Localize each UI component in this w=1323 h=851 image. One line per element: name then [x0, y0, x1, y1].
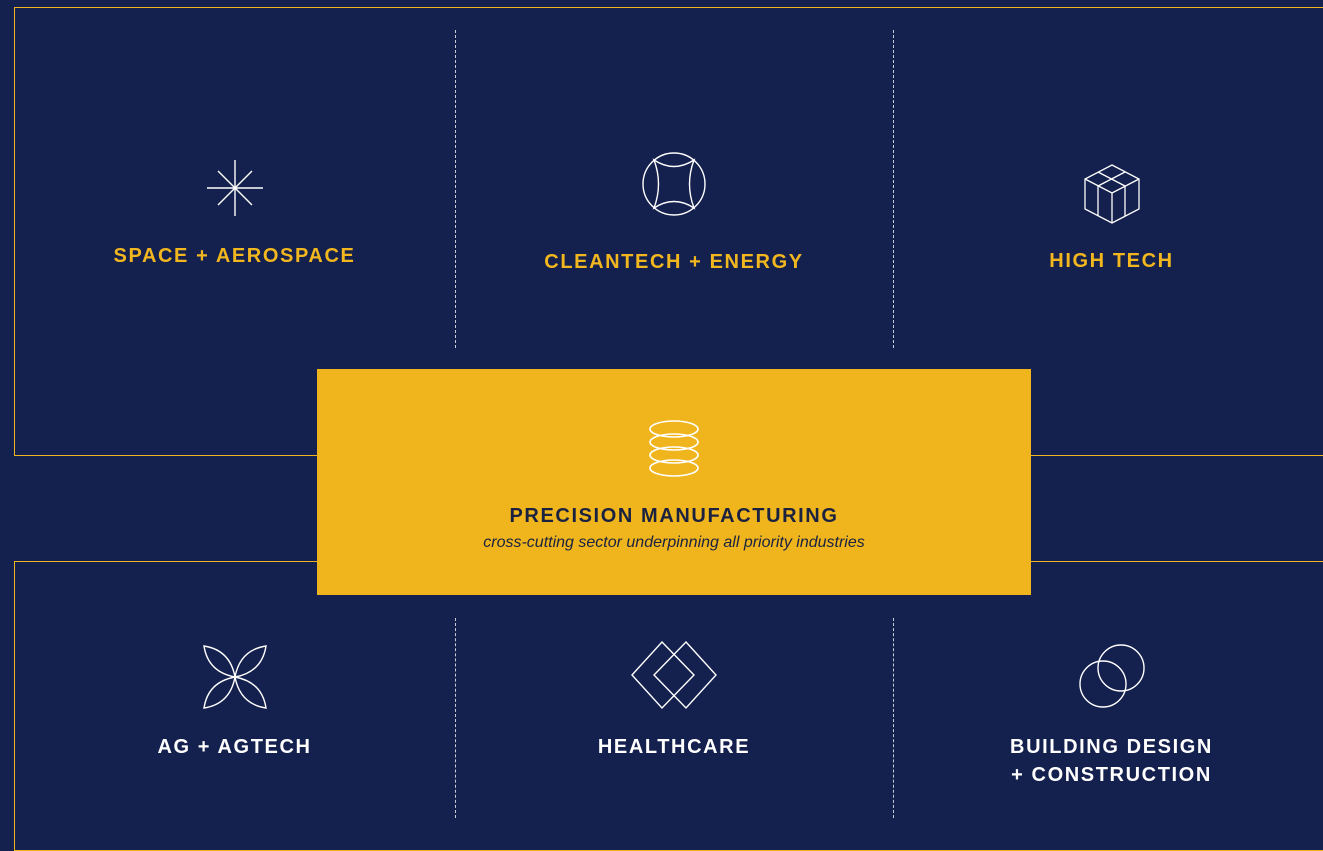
sector-label-line2: + CONSTRUCTION — [1011, 764, 1212, 786]
sector-label: HIGH TECH — [1049, 250, 1174, 272]
top-divider-left — [455, 30, 456, 348]
sector-high-tech: HIGH TECH — [893, 163, 1323, 275]
precision-manufacturing-card: PRECISION MANUFACTURING cross-cutting se… — [317, 369, 1031, 595]
center-subtitle: cross-cutting sector underpinning all pr… — [483, 534, 865, 551]
bottom-sectors-panel — [14, 561, 1323, 851]
petals-icon — [200, 644, 270, 710]
center-title: PRECISION MANUFACTURING — [509, 505, 839, 527]
sector-label: CLEANTECH + ENERGY — [544, 251, 804, 273]
sector-label: HEALTHCARE — [597, 736, 751, 758]
overlapping-diamonds-icon — [630, 640, 718, 710]
sector-label-line1: BUILDING DESIGN — [1010, 736, 1213, 758]
sector-label: SPACE + AEROSPACE — [113, 245, 356, 267]
sector-healthcare: HEALTHCARE — [455, 640, 893, 761]
sector-space-aerospace: SPACE + AEROSPACE — [14, 158, 455, 270]
sector-building-construction: BUILDING DESIGN + CONSTRUCTION — [893, 641, 1323, 789]
cube-icon — [1083, 163, 1141, 225]
bottom-divider-right — [893, 618, 894, 818]
stacked-rings-icon — [647, 419, 701, 484]
sector-cleantech-energy: CLEANTECH + ENERGY — [455, 151, 893, 276]
bottom-divider-left — [455, 618, 456, 818]
sector-ag-agtech: AG + AGTECH — [14, 644, 455, 761]
starburst-icon — [205, 158, 265, 218]
sector-label: AG + AGTECH — [157, 736, 312, 758]
circle-square-icon — [641, 151, 707, 217]
top-divider-right — [893, 30, 894, 348]
overlapping-circles-icon — [1077, 641, 1147, 711]
